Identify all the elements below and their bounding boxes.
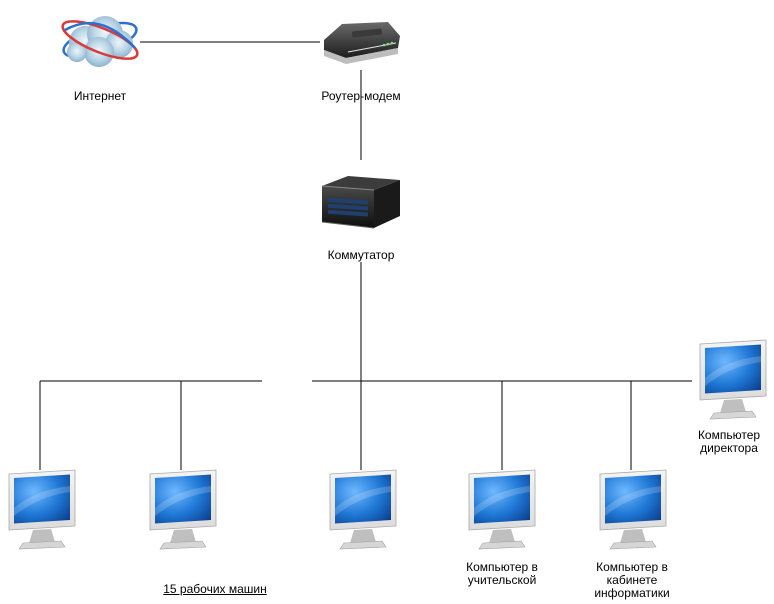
- internet-node[interactable]: [55, 8, 145, 72]
- monitor-icon: [468, 469, 536, 550]
- internet-cloud-icon: [61, 16, 139, 67]
- workstation-monitor-2[interactable]: [146, 468, 222, 552]
- teacher-label-line2: учительской: [467, 573, 537, 587]
- switch-label: Коммутатор: [327, 248, 395, 262]
- router-label: Роутер-модем: [321, 89, 401, 103]
- informatics-label-line2: кабинете: [606, 573, 658, 587]
- monitor-icon: [329, 469, 397, 550]
- informatics-monitor[interactable]: [596, 468, 672, 552]
- teacher-monitor[interactable]: [465, 468, 541, 552]
- network-switch-icon: [321, 176, 400, 229]
- monitor-icon: [149, 469, 217, 550]
- switch-node[interactable]: [318, 172, 404, 234]
- informatics-label-line3: информатики: [594, 586, 670, 600]
- workstation-monitor-1[interactable]: [5, 468, 81, 552]
- workstation-monitor-3[interactable]: [326, 468, 402, 552]
- router-modem-icon: [324, 22, 400, 64]
- informatics-label-line1: Компьютер в: [596, 560, 668, 574]
- router-node[interactable]: [318, 14, 404, 66]
- monitor-icon: [8, 469, 76, 550]
- workstations-label: 15 рабочих машин: [163, 582, 267, 596]
- teacher-label-line1: Компьютер в: [466, 560, 538, 574]
- director-monitor[interactable]: [696, 338, 772, 422]
- monitor-icon: [699, 339, 767, 420]
- monitor-icon: [599, 469, 667, 550]
- director-label-line1: Компьютер: [697, 428, 761, 442]
- director-label-line2: директора: [700, 441, 758, 455]
- internet-label: Интернет: [73, 89, 127, 103]
